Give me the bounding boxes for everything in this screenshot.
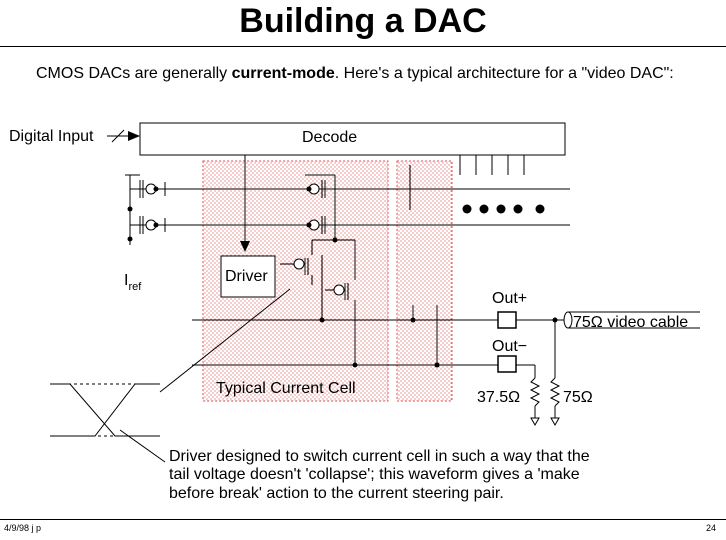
decode-block (139, 122, 566, 156)
intro-prefix: CMOS DACs are generally (36, 65, 232, 82)
iref-label: Iref (124, 272, 142, 293)
current-cell-region-2 (396, 160, 453, 402)
digital-input-label: Digital Input (9, 128, 94, 145)
r2-label: 75Ω (563, 389, 593, 406)
driver-waveform (50, 288, 291, 463)
decode-label: Decode (302, 129, 357, 146)
decode-outputs (459, 155, 525, 175)
ellipsis-dots (462, 204, 545, 214)
out-plus-label: Out+ (492, 290, 527, 307)
out-minus-label: Out− (492, 338, 527, 355)
footer-divider (0, 519, 726, 520)
page-number: 24 (705, 523, 716, 533)
load-resistors (516, 320, 561, 427)
reference-transistors (125, 174, 166, 245)
intro-bold: current-mode (231, 65, 335, 82)
caption-line-3: before break' action to the current stee… (169, 485, 504, 502)
r1-label: 37.5Ω (477, 389, 520, 406)
out-plus-pin (497, 311, 517, 329)
intro-suffix: . Here's a typical architecture for a "v… (334, 65, 674, 82)
cable-connector (563, 311, 573, 329)
out-minus-pin (497, 355, 517, 373)
input-arrow (107, 129, 140, 143)
current-cell-label: Typical Current Cell (216, 380, 356, 397)
cell-source-transistors (305, 174, 355, 243)
page-title: Building a DAC (239, 2, 487, 40)
caption-line-2: tail voltage doesn't 'collapse'; this wa… (169, 466, 580, 483)
steering-pair (280, 240, 356, 365)
cable-label: 75Ω video cable (573, 314, 688, 331)
driver-block (220, 255, 276, 298)
driver-arrow (240, 241, 250, 252)
intro-text: CMOS DACs are generally current-mode. He… (36, 64, 676, 83)
caption-line-1: Driver designed to switch current cell i… (169, 448, 590, 465)
footer-date: 4/9/98 j p (4, 523, 42, 533)
driver-label: Driver (225, 268, 268, 285)
title-divider (0, 46, 726, 47)
